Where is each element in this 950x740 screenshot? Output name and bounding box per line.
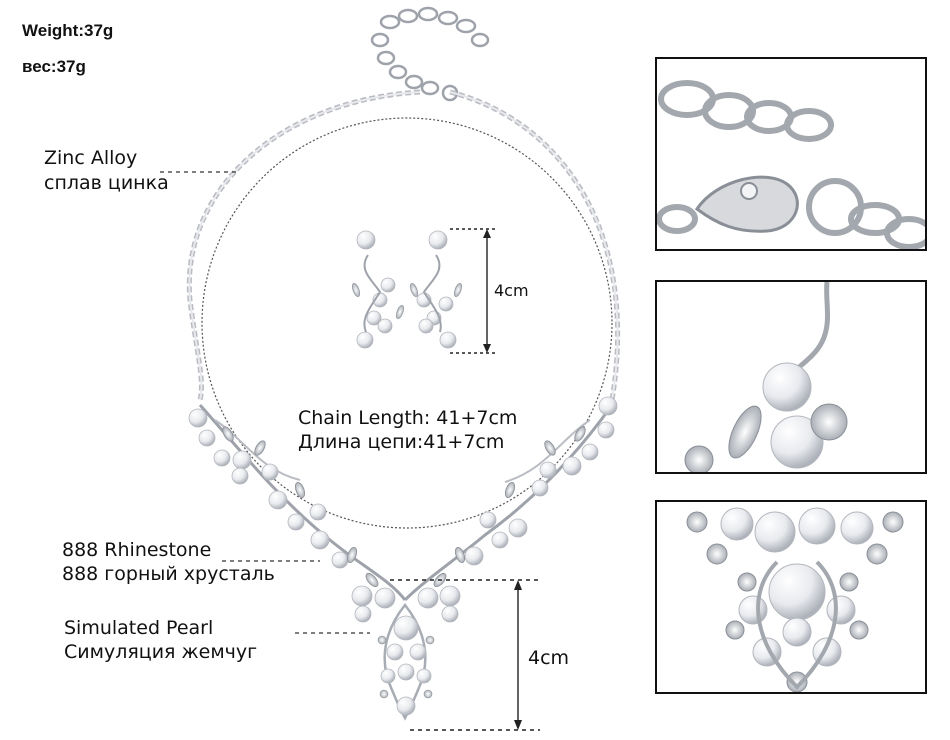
weight-en: Weight:37g <box>22 21 114 40</box>
inner-dotted-circle <box>201 117 613 529</box>
pendant-detail-panel <box>655 500 927 694</box>
earring-detail-panel <box>655 280 927 474</box>
rhinestone-label-en: 888 Rhinestone <box>62 539 212 561</box>
necklace-illustration <box>160 6 621 731</box>
leader-lines <box>160 171 370 634</box>
pearl-label-en: Simulated Pearl <box>64 617 214 639</box>
earring-size-label: 4cm <box>494 281 529 300</box>
weight-ru: вес:37g <box>22 57 86 76</box>
pendant-size-label: 4cm <box>528 647 570 669</box>
pendant-drop <box>377 602 435 721</box>
rhinestone-label-ru: 888 горный хрусталь <box>62 563 275 585</box>
pendant-dimension <box>390 579 540 731</box>
earrings <box>352 230 462 349</box>
zinc-alloy-label-ru: сплав цинка <box>44 172 169 194</box>
necklace-bib <box>188 396 618 623</box>
earring-dimension <box>450 228 495 354</box>
chain-length-en: Chain Length: 41+7cm <box>298 407 518 429</box>
zinc-alloy-label-en: Zinc Alloy <box>44 147 138 169</box>
pendant-closeup <box>686 507 904 692</box>
chain-length-ru: Длина цепи:41+7cm <box>298 431 505 453</box>
necklace-chain <box>186 89 621 401</box>
pearl-label-ru: Симуляция жемчуг <box>64 641 258 663</box>
lobster-clasp-icon <box>657 80 925 249</box>
extension-chain <box>370 6 490 102</box>
clasp-detail-panel <box>655 57 927 251</box>
earring-closeup <box>684 282 848 472</box>
